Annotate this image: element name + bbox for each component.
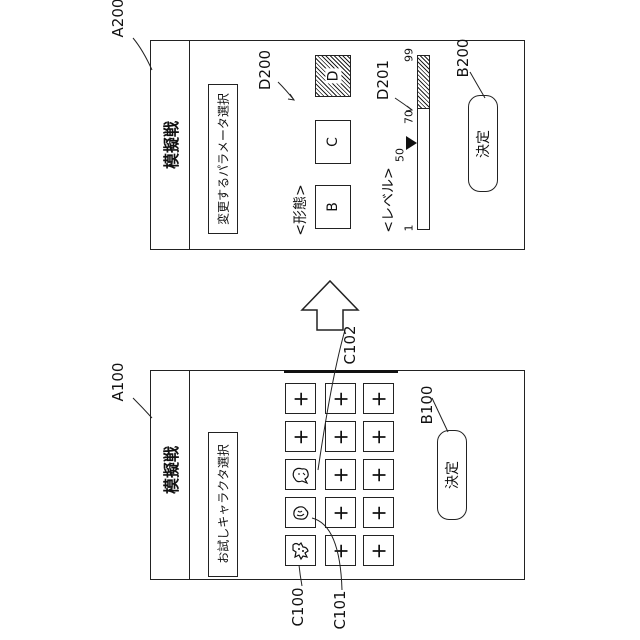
leader-b200 [470,72,485,98]
ref-a100: A100 [109,363,127,402]
ref-d200: D200 [256,50,274,90]
ref-b100: B100 [418,386,436,425]
leader-a200 [133,38,152,70]
leader-c100 [299,565,302,586]
transition-arrow-icon [302,281,358,330]
leader-c101 [312,518,342,590]
ref-c100: C100 [289,587,307,626]
ref-c102: C102 [341,325,359,364]
ref-a200: A200 [109,0,127,37]
ref-d201: D201 [374,60,392,100]
leader-a100 [133,398,152,418]
ref-c101: C101 [331,590,349,629]
ref-b200: B200 [454,39,472,78]
